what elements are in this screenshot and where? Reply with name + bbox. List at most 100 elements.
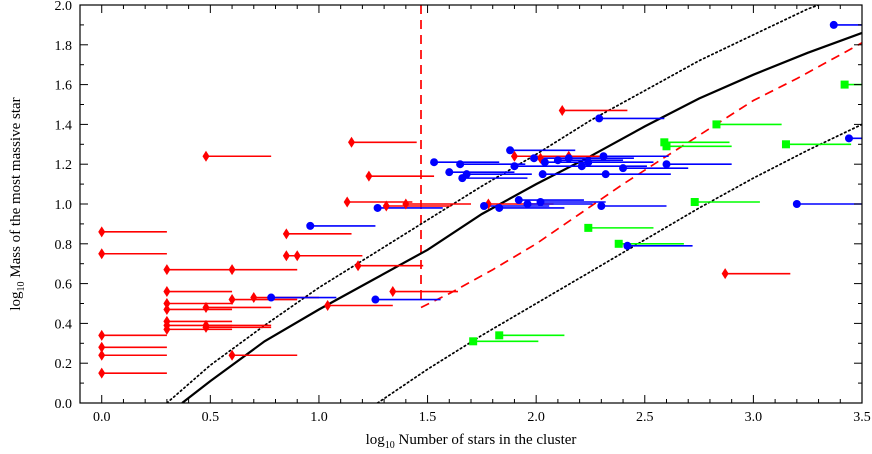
square-marker [690,198,699,207]
circle-marker [601,170,610,179]
diamond-marker [163,298,171,309]
square-marker [662,142,671,151]
circle-marker [662,160,671,169]
diamond-marker [343,196,351,208]
diamond-marker [98,341,106,353]
y-tick-label: 1.6 [55,79,73,94]
square-marker [840,80,849,89]
y-axis-label-subscript: 10 [16,281,27,291]
diamond-marker [163,303,171,315]
circle-marker [599,152,608,161]
model-curve-solid [181,31,862,403]
diamond-marker [202,301,210,313]
circle-marker [495,203,504,212]
y-tick-label: 0.8 [55,238,73,253]
square-marker [469,337,478,346]
circle-marker [529,154,538,163]
x-tick-label: 3.0 [745,410,763,425]
square-marker [614,239,623,248]
y-tick-label: 1.2 [55,158,73,173]
circle-marker [577,162,586,171]
circle-marker [584,158,593,167]
circle-marker [456,160,465,169]
diamond-marker [163,323,171,335]
circle-marker [623,241,632,250]
x-axis-label: log10 Number of stars in the cluster [366,432,577,451]
y-tick-label: 2.0 [55,0,73,14]
circle-marker [373,203,382,212]
diamond-marker [202,150,210,162]
x-tick-label: 3.5 [853,410,871,425]
square-marker [584,223,593,232]
diamond-marker [510,150,518,162]
model-curve-dotted [166,5,820,403]
diamond-marker [202,321,210,333]
diamond-marker [98,248,106,260]
circle-marker [510,162,519,171]
circle-marker [538,170,547,179]
circle-marker [462,170,471,179]
diamond-marker [324,299,332,311]
model-curve-dotted [376,123,862,403]
y-tick-label: 0.4 [55,317,73,332]
circle-marker [844,134,853,143]
x-tick-label: 0.5 [202,410,220,425]
diamond-marker [402,198,410,210]
x-axis-label-subscript: 10 [385,440,395,451]
circle-marker [597,201,606,210]
diamond-marker [98,349,106,361]
diamond-marker [228,294,236,306]
diamond-marker [228,264,236,276]
diamond-marker [389,286,397,298]
y-tick-label: 1.4 [55,118,73,133]
diamond-marker [98,329,106,341]
circle-marker [480,201,489,210]
error-bars [101,24,862,374]
y-tick-label: 1.0 [55,198,73,213]
diamond-marker [98,226,106,238]
circle-marker [523,200,532,208]
diamond-marker [282,250,290,262]
diamond-marker [163,286,171,298]
diamond-marker [228,349,236,361]
circle-marker [306,221,315,230]
circle-marker [371,295,380,304]
square-marker [495,331,504,340]
circle-marker [430,158,439,167]
diamond-marker [558,104,566,116]
circle-marker [536,198,545,207]
diamond-marker [382,200,390,212]
circle-marker [792,200,801,208]
model-curves [166,5,862,403]
circle-marker [514,196,523,205]
circle-marker [445,168,454,177]
circle-marker [267,293,276,302]
circle-marker [619,164,628,173]
square-marker [781,140,790,149]
circle-marker [829,20,838,29]
diamond-marker [98,367,106,379]
circle-marker [506,146,515,155]
diamond-marker [282,228,290,240]
y-tick-label: 0.2 [55,357,73,372]
circle-marker [564,154,573,163]
data-markers [98,20,853,379]
x-tick-label: 0.0 [93,410,111,425]
diamond-marker [365,170,373,182]
y-tick-label: 0.0 [55,397,73,412]
x-tick-label: 1.0 [310,410,328,425]
circle-marker [595,114,604,123]
x-tick-label: 1.5 [419,410,437,425]
circle-marker [553,156,562,165]
square-marker [712,120,721,129]
diamond-marker [163,264,171,276]
y-axis-label: log10 Mass of the most massive star [8,97,27,310]
diamond-marker [348,136,356,148]
diamond-marker [250,292,258,304]
y-tick-label: 1.8 [55,39,73,54]
diamond-marker [293,250,301,262]
model-curve-dashed [420,42,862,309]
diamond-marker [354,260,362,272]
diamond-marker [721,268,729,280]
